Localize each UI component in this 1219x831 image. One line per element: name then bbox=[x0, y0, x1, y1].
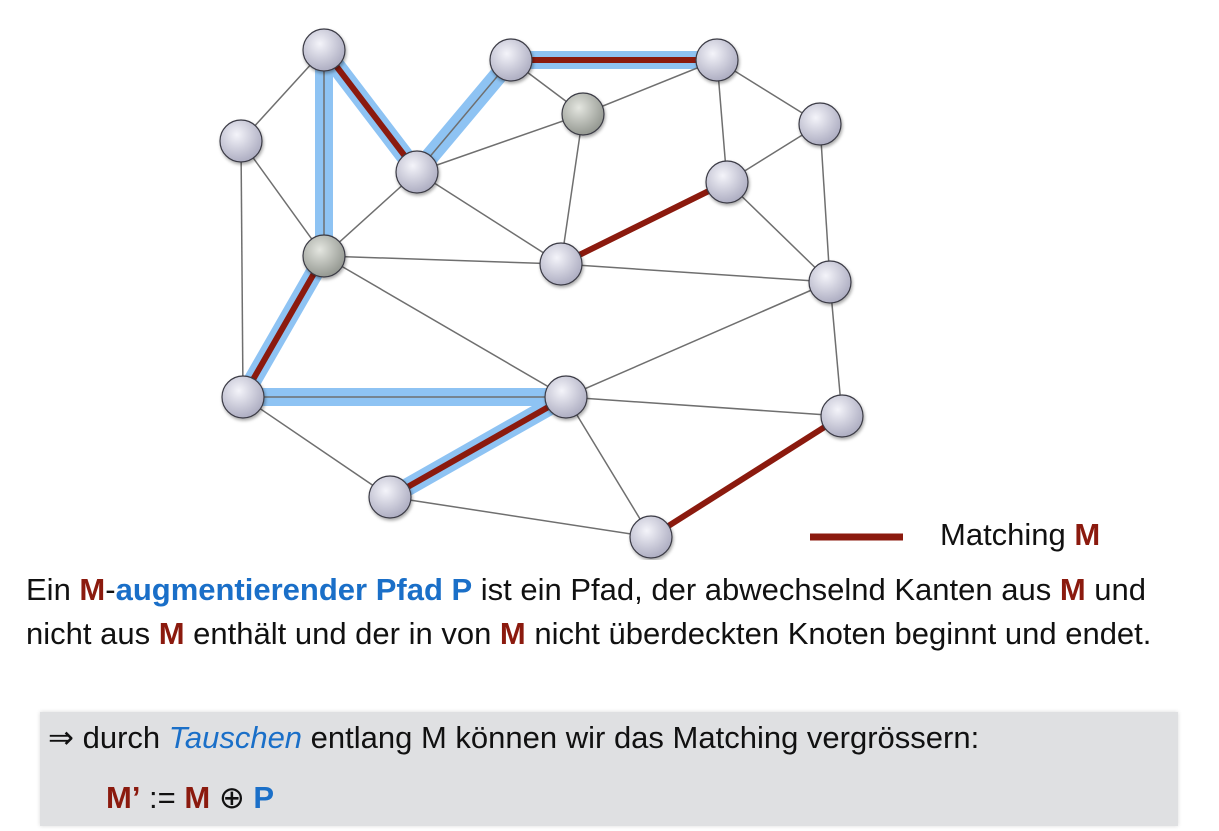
graph-edge bbox=[323, 255, 562, 265]
graph-node-M bbox=[544, 375, 588, 419]
matching-graph bbox=[219, 28, 903, 559]
graph-node-P bbox=[629, 515, 673, 559]
graph-edge bbox=[560, 113, 584, 265]
graph-node-D bbox=[489, 38, 533, 82]
matching-edge bbox=[559, 179, 729, 267]
graph-edge bbox=[416, 113, 584, 173]
graph-edge bbox=[565, 396, 652, 538]
definition-text: Ein M-augmentierender Pfad P ist ein Pfa… bbox=[26, 572, 1152, 651]
graph-node-E bbox=[561, 92, 605, 136]
legend-symbol: M bbox=[1074, 517, 1101, 552]
graph-node-L bbox=[221, 375, 265, 419]
graph-edge bbox=[416, 171, 562, 265]
graph-edge bbox=[323, 255, 567, 398]
graph-edge bbox=[565, 281, 831, 398]
graph-edge bbox=[240, 140, 244, 398]
graph-node-A bbox=[302, 28, 346, 72]
formula: M’ := M ⊕ P bbox=[106, 780, 275, 815]
graph-edge bbox=[726, 181, 831, 283]
conclusion-line: ⇒ durch Tauschen entlang M können wir da… bbox=[48, 720, 980, 755]
graph-node-F bbox=[695, 38, 739, 82]
legend-label: Matching bbox=[940, 517, 1075, 552]
graph-node-N bbox=[820, 394, 864, 438]
graph-node-J bbox=[539, 242, 583, 286]
graph-node-O bbox=[368, 475, 412, 519]
graph-edge bbox=[582, 59, 718, 115]
matching-edge bbox=[649, 413, 844, 540]
graph-node-B bbox=[219, 119, 263, 163]
matching-edge bbox=[240, 254, 327, 399]
legend: Matching M bbox=[940, 517, 1100, 553]
graph-edge bbox=[565, 396, 843, 417]
graph-edge bbox=[416, 59, 512, 173]
augmenting-path-term: augmentierender Pfad P bbox=[115, 572, 473, 607]
matching-edge bbox=[321, 48, 420, 174]
matching-edge bbox=[388, 394, 568, 500]
graph-node-H bbox=[705, 160, 749, 204]
graph-node-G bbox=[798, 102, 842, 146]
graph-edge bbox=[829, 281, 843, 417]
graph-node-K bbox=[808, 260, 852, 304]
graph-edge bbox=[242, 396, 391, 498]
graph-edge bbox=[819, 123, 831, 283]
graph-edge bbox=[560, 263, 831, 283]
graph-edge bbox=[240, 140, 325, 257]
graph-node-C bbox=[395, 150, 439, 194]
conclusion-box: ⇒ durch Tauschen entlang M können wir da… bbox=[40, 712, 1178, 826]
graph-node-I bbox=[302, 234, 346, 278]
graph-edge bbox=[389, 496, 652, 538]
